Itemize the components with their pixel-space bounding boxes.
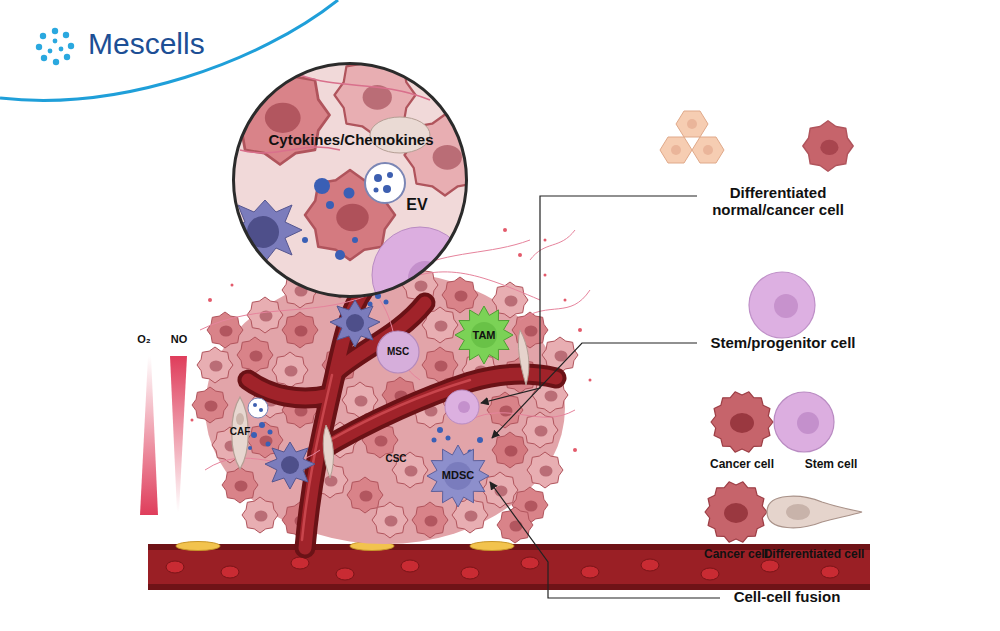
node-text: Stem cell [794, 458, 868, 472]
oxygen-gradient [140, 356, 158, 515]
node-text: MSC [376, 346, 420, 358]
logo-icon [36, 28, 74, 65]
cell-label: CSC [376, 453, 416, 465]
fibroblast-cell: CAF [220, 395, 260, 471]
logo-text: Mescells [88, 27, 248, 62]
extracellular-vesicles [191, 228, 592, 455]
differentiated-cells [660, 111, 853, 171]
callout-label: Differentiated normal/cancer cell [688, 184, 868, 219]
node-text: Cancer cell [702, 458, 782, 472]
differentiated-cell: Differentiated cell [762, 480, 866, 580]
node-text: MDSC [424, 469, 492, 482]
leader-lines [481, 196, 720, 598]
callout-label: Cell-cell fusion [712, 588, 862, 605]
nitric-oxide-gradient [170, 356, 187, 512]
node-text: Cytokines/Chemokines [245, 131, 457, 148]
stem-cell: Stem cell [772, 390, 868, 480]
tumor-cells [192, 262, 578, 543]
magnified-view [228, 55, 486, 324]
node-text: Differentiated cell [762, 548, 866, 562]
progenitor-cell [749, 272, 815, 338]
suppressor-cell: MDSC [424, 444, 492, 508]
magnified-view-circle: Cytokines/ChemokinesEV [232, 62, 468, 298]
vesicle-circle: EV [360, 160, 432, 222]
callout-label: Stem/progenitor cell [688, 334, 878, 351]
gradient-label: NO [164, 333, 194, 346]
node-text: CAF [220, 426, 260, 438]
macrophage-cell: TAM [454, 305, 514, 365]
node-text: TAM [454, 329, 514, 342]
stem-cell-circle: MSC [376, 330, 420, 374]
cancer-cell: Cancer cell [702, 390, 782, 480]
differentiated-cell-shape [762, 480, 866, 580]
node-text: EV [402, 196, 432, 214]
immune-cells [265, 300, 529, 489]
blood-vessel [148, 542, 870, 591]
gradient-label: O₂ [130, 333, 158, 346]
